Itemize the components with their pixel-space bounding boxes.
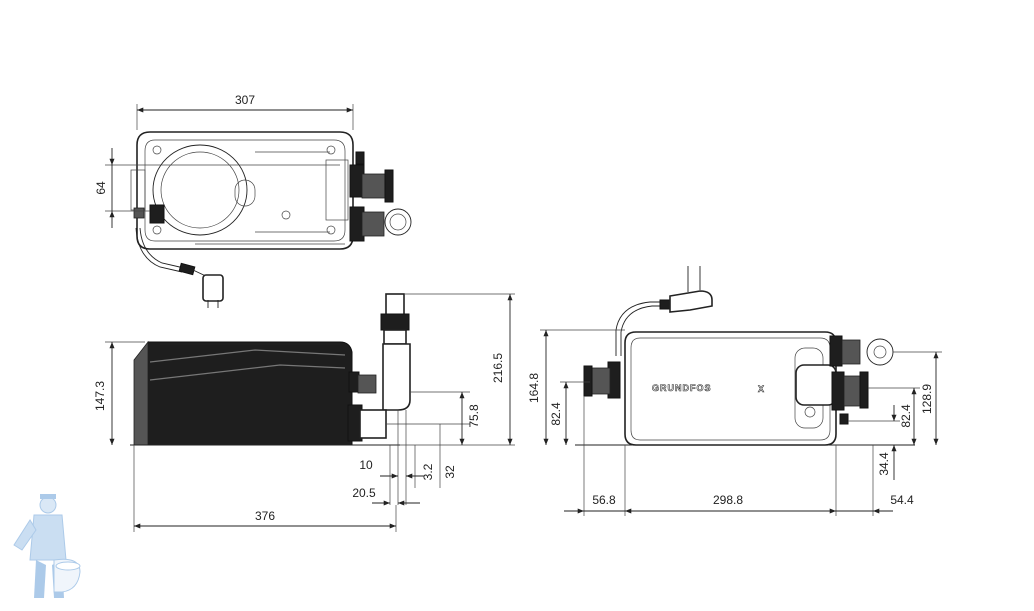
dim-top-height: 64	[94, 181, 108, 195]
dim-side-bottom-offset: 34.4	[877, 452, 891, 476]
dim-side-right-inlet-height: 82.4	[899, 404, 913, 428]
dim-inlet-offset-32: 32	[443, 465, 457, 479]
dim-side-total-height: 164.8	[527, 373, 541, 403]
top-view: 307 64	[94, 93, 412, 308]
dim-front-height: 147.3	[93, 381, 107, 411]
dim-side-left-inlet-height: 82.4	[549, 402, 563, 426]
dim-outlet-offset-10: 10	[359, 458, 373, 472]
dim-top-width: 307	[235, 93, 255, 107]
dim-side-right-offset: 54.4	[890, 493, 914, 507]
dim-side-left-offset: 56.8	[592, 493, 616, 507]
dim-side-right-height: 128.9	[920, 384, 934, 414]
dim-outlet-offset-3-2: 3.2	[421, 463, 435, 480]
side-view: GRUNDFOS X 164.8 82.4 128.9	[527, 266, 942, 516]
dim-outlet-height: 216.5	[491, 353, 505, 383]
dim-outlet-offset-20-5: 20.5	[352, 486, 376, 500]
brand-logo-mark: X	[758, 384, 765, 394]
dim-inlet-height: 75.8	[467, 404, 481, 428]
dim-side-body-length: 298.8	[713, 493, 743, 507]
brand-logo-text: GRUNDFOS	[652, 383, 712, 393]
front-view: 147.3 216.5 75.8 3.2 32 10 20.5 376	[93, 293, 515, 532]
plumber-mascot-icon	[13, 494, 81, 598]
dim-front-length: 376	[255, 509, 275, 523]
watermark-site-text: ​	[1004, 495, 1030, 605]
